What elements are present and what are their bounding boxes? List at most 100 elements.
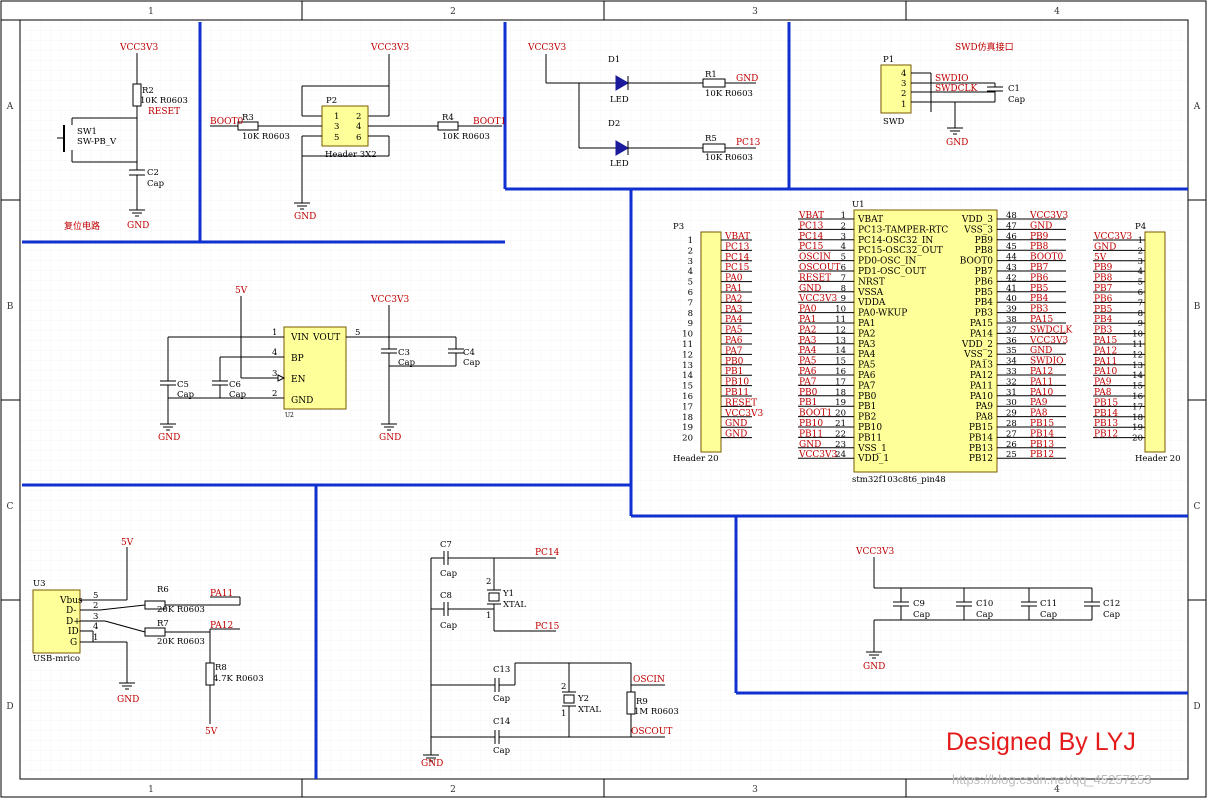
p3-net-label: VCC3V3: [724, 409, 763, 419]
u1-left-pin-name: PC13-TAMPER-RTC: [858, 225, 948, 235]
designer-signature: Designed By LYJ: [946, 728, 1136, 756]
usb-pin: G: [70, 638, 77, 648]
ref-c4: C4: [463, 348, 475, 358]
row-label-right: A: [1193, 102, 1201, 112]
u1-left-net: VCC3V3: [798, 450, 837, 460]
usb-pin-num: 2: [93, 601, 98, 611]
u1-left-pin-number: 15: [835, 357, 846, 367]
u1-right-pin-number: 48: [1006, 211, 1017, 221]
header-p3: [700, 231, 722, 453]
reset-circuit: [57, 53, 145, 217]
p4-net-label: PB8: [1094, 274, 1113, 284]
col-label-bottom: 3: [752, 785, 758, 795]
p3-pin-number: 3: [688, 257, 693, 267]
p3-net-label: PA1: [725, 284, 742, 294]
u1-left-pin-name: PC14-OSC32_IN: [858, 236, 933, 246]
regulator-circuit: [160, 296, 464, 431]
u1-left-pin-name: PA7: [858, 381, 876, 391]
net-pa11: PA11: [210, 589, 233, 599]
u1-right-pin-name: PB4: [975, 298, 994, 308]
led-d2: [615, 140, 629, 156]
value-c8: Cap: [440, 621, 458, 631]
u1-left-pin-name: VDDA: [857, 298, 886, 308]
ref-y2: Y2: [577, 694, 589, 704]
u1-right-net: PA9: [1030, 398, 1048, 408]
u1-left-pin-name: PB0: [858, 392, 877, 402]
u1-right-net: BOOT0: [1030, 253, 1064, 263]
value-r8: 4.7K R0603: [213, 674, 264, 684]
value-r2: 10K R0603: [140, 96, 188, 106]
u1-right-net: PA15: [1030, 315, 1053, 325]
col-label-top: 2: [450, 7, 456, 17]
u1-right-pin-name: PA12: [970, 371, 993, 381]
u1-left-pin-number: 16: [835, 367, 846, 377]
ref-sw1: SW1: [77, 127, 97, 137]
u1-right-net: PB15: [1030, 419, 1054, 429]
p3-pin-number: 14: [682, 371, 693, 381]
u1-left-net: PC15: [799, 242, 824, 252]
u2-pin-num: 3: [272, 369, 277, 379]
p3-net-label: PA7: [725, 346, 743, 356]
u1-right-net: GND: [1030, 346, 1052, 356]
p2-pin: 6: [356, 133, 361, 143]
p3-net-label: PB10: [725, 378, 749, 388]
u2-pin-num: 4: [272, 348, 277, 358]
pin-vout: VOUT: [312, 333, 340, 343]
crystal-y1: [488, 592, 500, 602]
p4-net-label: 5V: [1094, 253, 1107, 263]
row-label-left: C: [7, 502, 14, 512]
p3-net-label: RESET: [725, 398, 757, 408]
u1-right-net: PB9: [1030, 232, 1049, 242]
u1-left-net: PA3: [799, 336, 817, 346]
ref-c10: C10: [976, 599, 993, 609]
value-c14: Cap: [493, 746, 511, 756]
p3-pin-number: 12: [682, 350, 693, 360]
col-label-bottom: 1: [148, 785, 154, 795]
row-label-right: C: [1194, 502, 1201, 512]
ref-r4: R4: [442, 113, 454, 123]
p4-pin-number: 17: [1132, 402, 1143, 412]
p3-net-label: PA0: [725, 274, 743, 284]
pin-vin: VIN: [290, 333, 309, 343]
p4-pin-number: 13: [1132, 361, 1143, 371]
u1-left-pin-number: 20: [835, 409, 846, 419]
u1-left-pin-name: PB1: [858, 402, 876, 412]
ref-r7: R7: [157, 619, 169, 629]
led-d1: [615, 75, 629, 91]
u1-right-pin-number: 30: [1006, 398, 1017, 408]
p3-pin-number: 19: [682, 423, 693, 433]
u1-right-pin-name: VDD_2: [961, 340, 993, 350]
ref-c6: C6: [229, 380, 241, 390]
value-c1: Cap: [1008, 95, 1026, 105]
u1-right-pin-number: 39: [1006, 305, 1017, 315]
u1-right-net: PB7: [1030, 263, 1049, 273]
p4-pin-number: 7: [1138, 298, 1143, 308]
u1-left-net: PC13: [799, 221, 824, 231]
u1-left-pin-name: VBAT: [857, 215, 883, 225]
row-label-right: B: [1194, 302, 1201, 312]
col-label-top: 1: [148, 7, 154, 17]
p4-net-label: VCC3V3: [1093, 232, 1132, 242]
type-y2: XTAL: [578, 705, 601, 715]
usb-pin-num: 3: [93, 612, 98, 622]
u1-left-pin-name: PA0-WKUP: [858, 309, 907, 319]
u1-right-pin-number: 42: [1006, 273, 1017, 283]
type-p3: Header 20: [673, 454, 719, 464]
u1-right-net: SWDCLK: [1030, 325, 1072, 335]
row-label-left: A: [6, 102, 14, 112]
net-pa12: PA12: [210, 621, 233, 631]
p4-net-label: PA8: [1094, 388, 1112, 398]
ref-c8: C8: [440, 591, 452, 601]
ref-r9: R9: [636, 697, 648, 707]
u1-right-net: PA8: [1030, 409, 1048, 419]
p4-pin-number: 11: [1132, 340, 1143, 350]
u1-right-pin-number: 32: [1006, 377, 1017, 387]
y1-pin: 2: [486, 577, 491, 587]
u1-left-pin-number: 22: [835, 429, 846, 439]
ref-r2: R2: [142, 86, 154, 96]
u1-left-net: GND: [799, 440, 821, 450]
ref-p3: P3: [673, 222, 684, 232]
u1-right-pin-name: VSS_3: [963, 225, 993, 235]
